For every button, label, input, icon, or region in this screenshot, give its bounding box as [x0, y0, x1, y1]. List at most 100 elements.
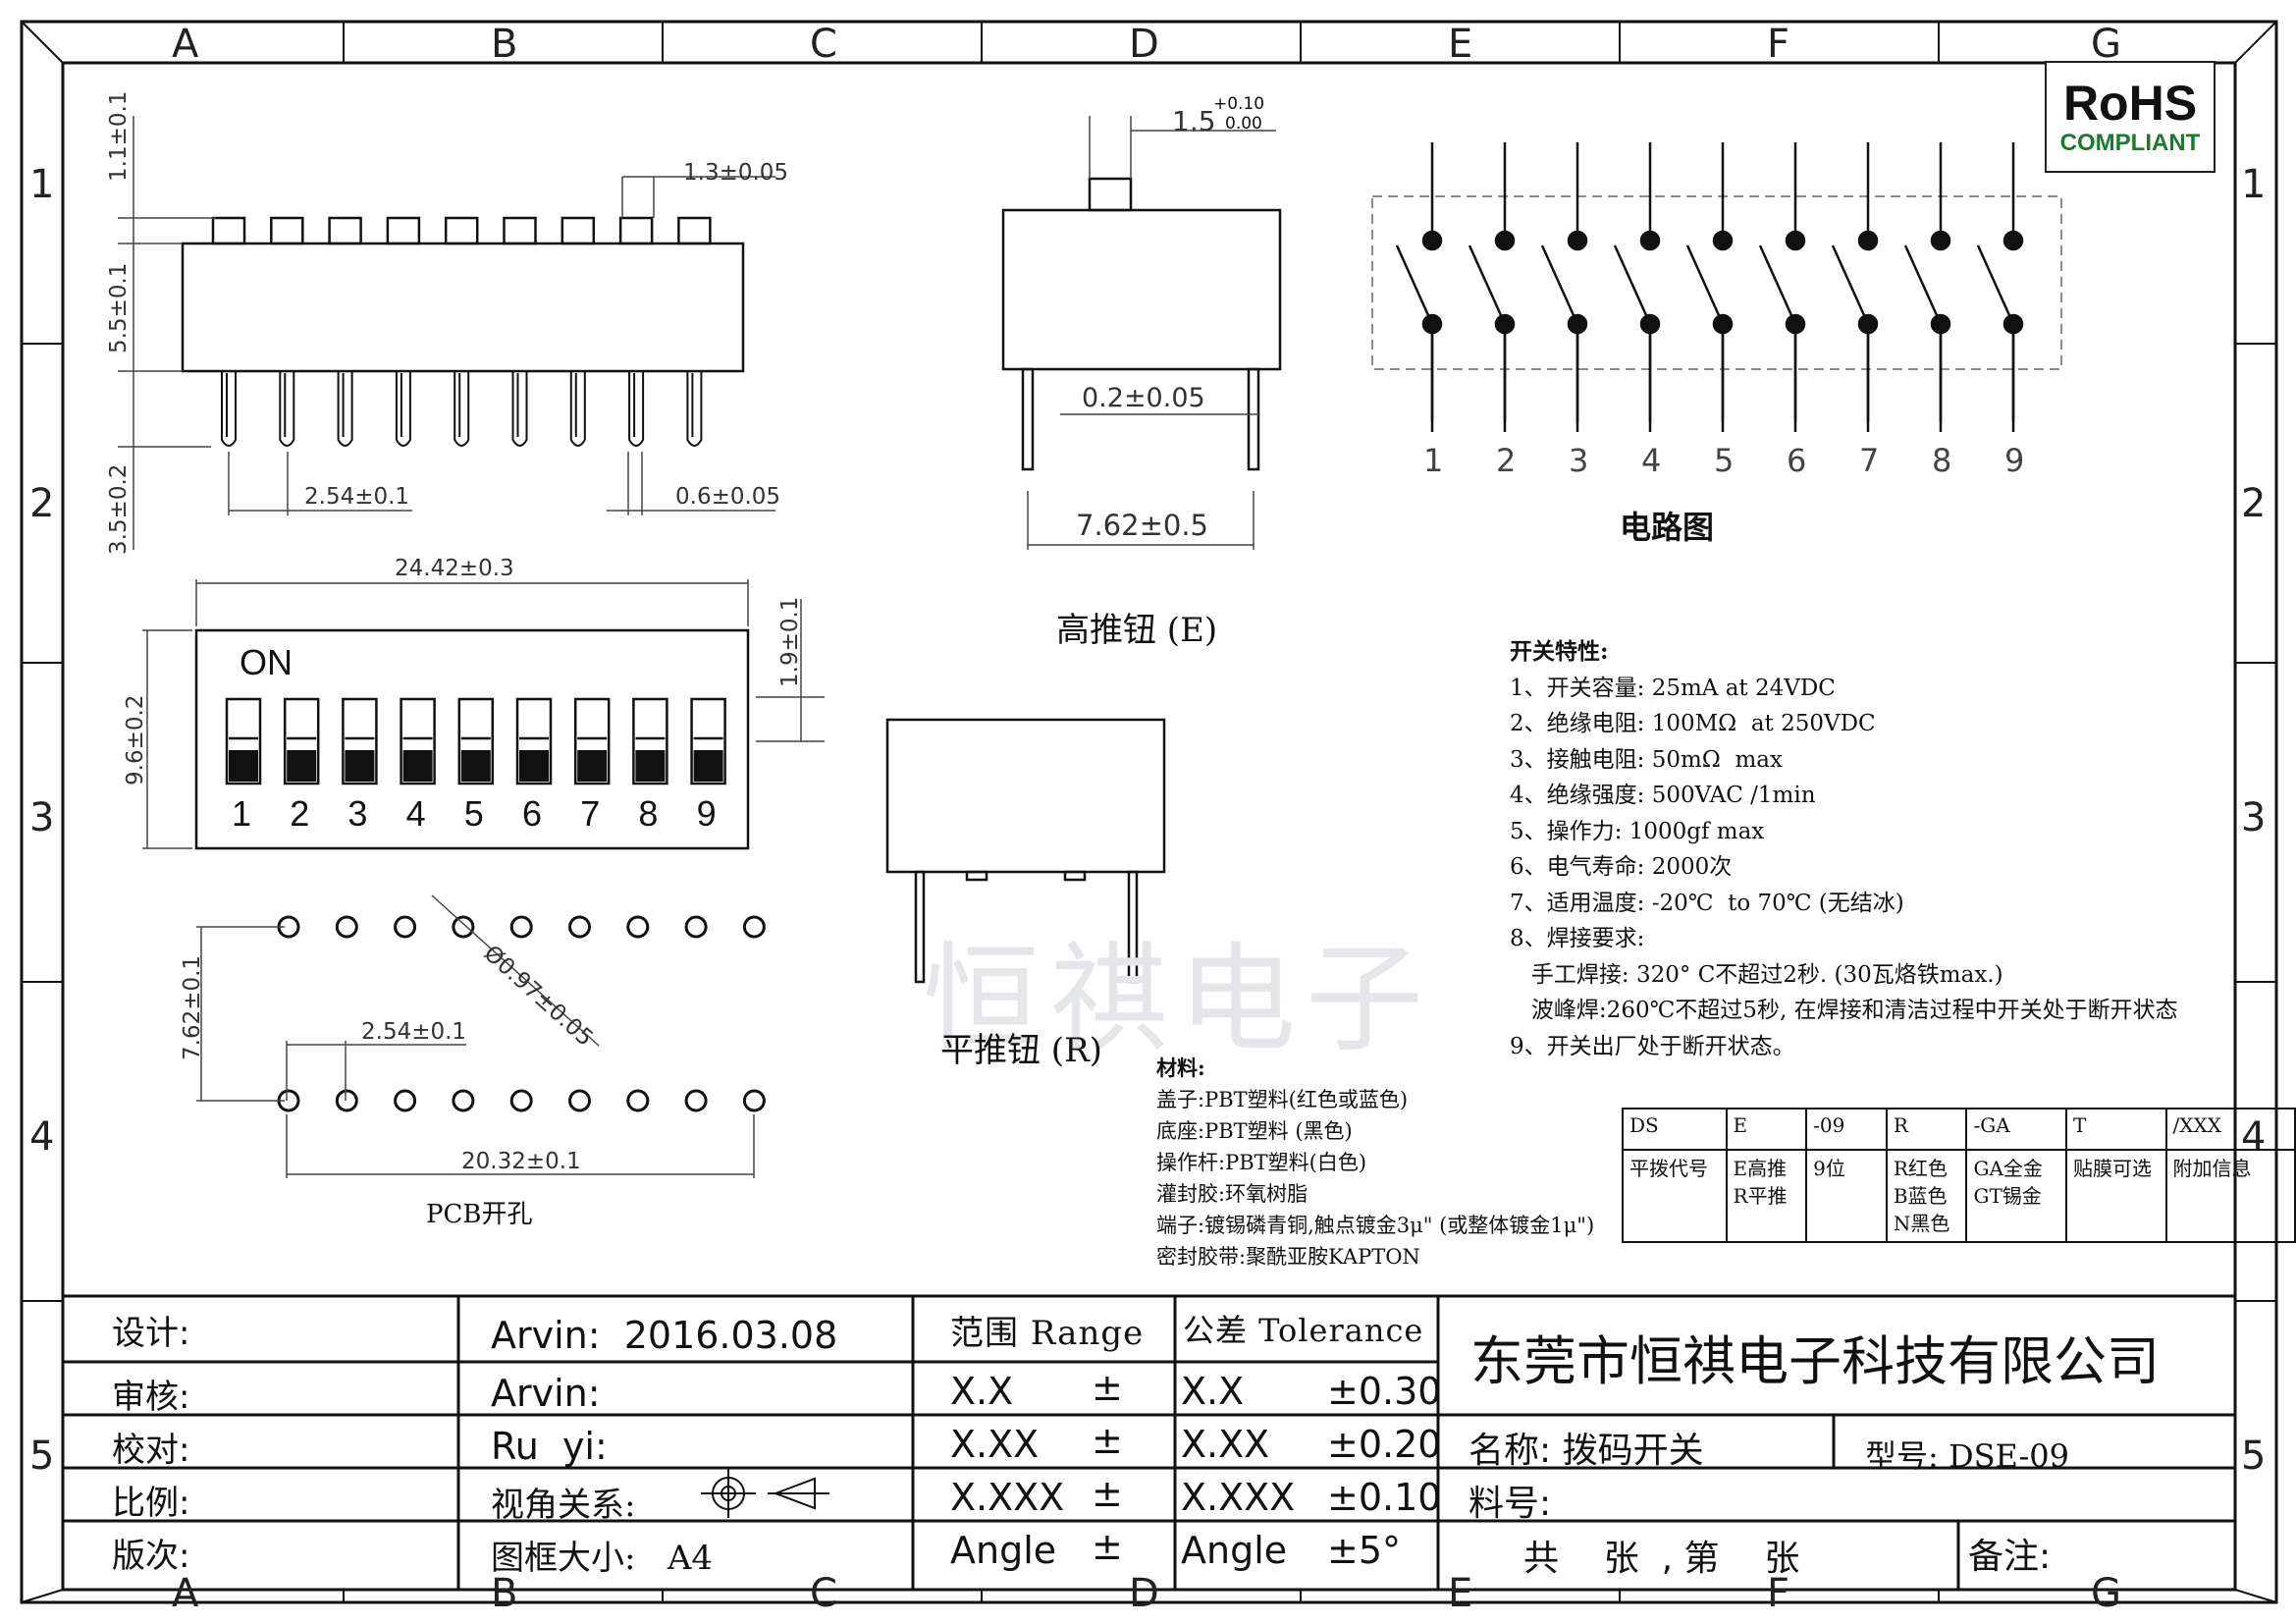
outer-frame	[20, 20, 2278, 1604]
side-flat-pin-left	[914, 870, 926, 984]
caption-pcb: PCB开孔	[426, 1200, 533, 1229]
circuit-number: 2	[1496, 442, 1517, 479]
front-cap	[677, 216, 712, 245]
circuit-number: 9	[2004, 442, 2025, 479]
zone-label-col-a-bottom: A	[172, 1571, 199, 1616]
code-desc-cell: 附加信息	[2164, 1149, 2296, 1243]
spec-line: 3、接触电阻: 50mΩ max	[1510, 746, 1783, 773]
code-header-cell: /XXX	[2164, 1108, 2296, 1151]
top-switch-number: 4	[405, 793, 426, 834]
zone-label-row-2: 2	[29, 481, 55, 526]
side-high-actuator	[1088, 177, 1133, 212]
side-flat-pin-right	[1127, 870, 1139, 984]
dim-body-height: 5.5±0.1	[106, 262, 132, 353]
code-desc-cell: 贴膜可选	[2065, 1149, 2167, 1243]
zone-label-row-2-right: 2	[2241, 481, 2267, 526]
front-pin	[337, 371, 353, 447]
title-value: 图框大小: A4	[491, 1539, 714, 1578]
circuit-number: 7	[1859, 442, 1880, 479]
code-header-cell: R	[1885, 1108, 1968, 1151]
spec-line: 8、焊接要求:	[1510, 926, 1645, 951]
circuit-blade	[1903, 244, 1943, 325]
tolerance-label: Angle	[1181, 1529, 1288, 1572]
circuit-outline	[1371, 195, 2062, 370]
front-pins	[221, 371, 703, 447]
circuit-number: 4	[1641, 442, 1662, 479]
top-switch-number: 7	[580, 793, 601, 834]
pcb-hole	[452, 915, 475, 939]
pcb-hole	[742, 915, 766, 939]
dim-pin-length: 3.5±0.2	[106, 463, 132, 555]
circuit-blade	[1468, 244, 1507, 325]
spec-line: 7、适用温度: -20℃ to 70℃ (无结冰)	[1510, 890, 1904, 916]
rohs-sub: COMPLIANT	[2059, 130, 2201, 156]
circuit-blade	[1395, 244, 1434, 325]
tolerance-header: 公差 Tolerance	[1183, 1312, 1424, 1349]
materials-lines: 盖子:PBT塑料(红色或蓝色)底座:PBT塑料 (黑色)操作杆:PBT塑料(白色…	[1156, 1084, 1594, 1272]
part-number-field: 料号:	[1468, 1484, 1552, 1524]
range-sign: ±	[1092, 1472, 1123, 1515]
code-desc-cell: 平拨代号	[1622, 1149, 1728, 1243]
circuit-contact-top	[1421, 230, 1443, 251]
spec-line: 4、绝缘强度: 500VAC /1min	[1510, 783, 1816, 808]
dim-actuator-width: 1.5	[1172, 105, 1216, 137]
dim-pin-width: 0.6±0.05	[675, 484, 781, 510]
front-cap	[211, 216, 246, 245]
top-switch-number: 6	[522, 793, 543, 834]
title-label: 比例:	[112, 1484, 190, 1523]
zone-label-col-a: A	[172, 22, 199, 67]
front-cap	[618, 216, 654, 245]
top-body	[194, 628, 750, 850]
material-line: 灌封胶:环氧树脂	[1156, 1182, 1308, 1206]
spec-line: 9、开关出厂处于断开状态。	[1510, 1033, 1795, 1059]
pcb-hole	[509, 1089, 533, 1112]
dim-pin-pitch: 2.54±0.1	[304, 484, 410, 510]
side-flat-body	[885, 718, 1166, 874]
code-desc-cell: GA全金 GT锡金	[1965, 1149, 2068, 1243]
range-label: X.XX	[950, 1423, 1040, 1466]
circuit-number: 8	[1932, 442, 1952, 479]
zone-label-row-4: 4	[29, 1114, 55, 1160]
circuit-blade	[1540, 244, 1579, 325]
zone-ticks	[22, 22, 2276, 1602]
zone-label-col-e-bottom: E	[1448, 1571, 1473, 1616]
side-high-body	[1001, 208, 1282, 371]
front-view	[181, 242, 745, 373]
side-view-high	[1001, 177, 1282, 471]
circuit-contact-top	[1857, 230, 1879, 251]
top-switch-number: 2	[290, 793, 310, 834]
model-field: 型号: DSE-09	[1865, 1437, 2070, 1475]
title-label: 校对:	[112, 1431, 190, 1470]
pcb-hole	[394, 1089, 417, 1112]
top-switch-number: 3	[347, 793, 368, 834]
zone-label-col-d: D	[1129, 22, 1159, 67]
tolerance-label: X.XX	[1181, 1423, 1270, 1466]
pcb-hole	[335, 915, 358, 939]
tolerance-label: X.X	[1181, 1370, 1245, 1413]
zone-label-col-f: F	[1767, 22, 1790, 67]
sheet-count-field: 共 张 , 第 张	[1523, 1539, 1800, 1579]
spec-line: 手工焊接: 320° C不超过2秒. (30瓦烙铁max.)	[1510, 961, 2003, 988]
circuit-number: 3	[1569, 442, 1589, 479]
dim-pcb-row-spacing: 7.62±0.1	[180, 954, 205, 1060]
spec-line: 波峰焊:260℃不超过5秒, 在焊接和清洁过程中开关处于断开状态	[1510, 998, 2178, 1023]
material-line: 端子:镀锡磷青铜,触点镀金3μ" (或整体镀金1μ")	[1156, 1214, 1595, 1237]
dim-pcb-span: 20.32±0.1	[461, 1149, 581, 1174]
top-switch-number: 8	[638, 793, 659, 834]
circuit-contact-top	[1639, 230, 1661, 251]
title-label: 设计:	[112, 1314, 190, 1353]
front-cap	[270, 216, 304, 245]
circuit-contact-top	[1930, 230, 1951, 251]
circuit-blade	[1685, 244, 1725, 325]
title-label: 版次:	[112, 1537, 190, 1576]
top-slot-lever	[693, 750, 723, 782]
front-cap	[386, 216, 421, 245]
range-sign: ±	[1092, 1525, 1123, 1568]
zone-label-col-b: B	[491, 22, 518, 67]
top-switch-number: 5	[463, 793, 484, 834]
range-label: X.XXX	[950, 1476, 1065, 1519]
tolerance-value: ±0.30	[1327, 1370, 1442, 1413]
